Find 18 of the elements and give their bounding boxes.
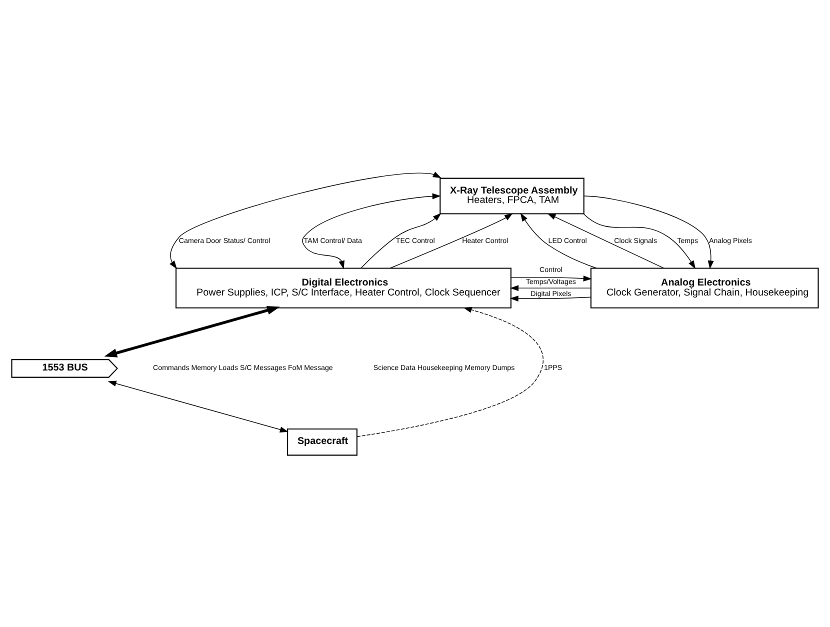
arrow [510, 284, 592, 291]
arrow [547, 212, 664, 268]
arrow [360, 212, 442, 268]
arrow [356, 306, 544, 437]
arrow [108, 380, 288, 432]
arrow [583, 212, 696, 269]
arrow [510, 275, 592, 281]
node-box: Analog Electronics Clock Generator, Signal Chain, Housekeeping [590, 267, 819, 308]
arrow [520, 212, 598, 268]
node-box: Spacecraft [287, 428, 358, 456]
arrow [390, 212, 513, 268]
arrow [104, 305, 280, 357]
arrow [584, 195, 714, 269]
arrow [302, 192, 441, 269]
node-box: X-Ray Telescope Assembly Heaters, FPCA, TAM [440, 177, 584, 214]
node-box: Digital Electronics Power Supplies, ICP, S/C Interface, Heater Control, Clock Sequencer [176, 267, 512, 308]
arrow [510, 295, 592, 302]
arrow [170, 171, 442, 269]
